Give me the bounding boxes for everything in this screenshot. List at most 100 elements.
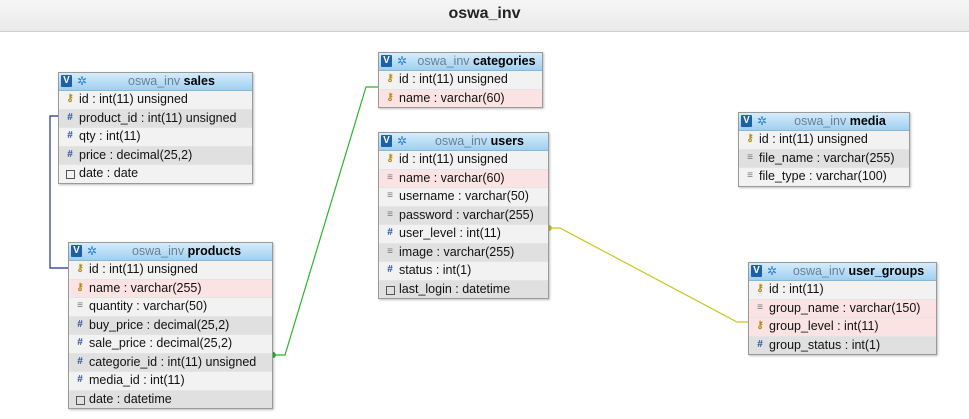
string-icon: ≡ — [387, 190, 393, 201]
table-header[interactable]: V ✲ oswa_inv products — [69, 243, 272, 261]
db-name: oswa_inv — [131, 244, 185, 258]
column-row[interactable]: # categorie_id : int(11) unsigned — [69, 352, 272, 371]
toggle-icon[interactable]: V — [61, 75, 72, 87]
table-header[interactable]: V ✲ oswa_inv user_groups — [749, 263, 936, 281]
column-label: username : varchar(50) — [399, 189, 529, 203]
table-header[interactable]: V ✲ oswa_inv media — [739, 113, 909, 131]
table-media[interactable]: V ✲ oswa_inv media ⚷id : int(11) unsigne… — [738, 112, 910, 187]
key-icon: ⚷ — [66, 93, 74, 104]
number-icon: # — [757, 338, 763, 350]
column-label: user_level : int(11) — [399, 226, 501, 240]
table-name: users — [490, 134, 524, 148]
column-row[interactable]: ⚷id : int(11) — [749, 281, 936, 299]
gear-icon[interactable]: ✲ — [767, 264, 778, 278]
string-icon: ≡ — [747, 170, 753, 181]
column-label: qty : int(11) — [79, 129, 141, 143]
db-name: oswa_inv — [417, 54, 470, 68]
gear-icon[interactable]: ✲ — [87, 244, 98, 258]
key-icon: ⚷ — [746, 133, 754, 144]
column-label: name : varchar(255) — [89, 280, 202, 295]
column-label: password : varchar(255) — [399, 207, 534, 222]
column-label: image : varchar(255) — [399, 244, 515, 259]
key-icon: ⚷ — [76, 263, 84, 274]
column-row[interactable]: ⚷id : int(11) unsigned — [379, 151, 548, 169]
column-row[interactable]: date : datetime — [69, 389, 272, 408]
number-icon: # — [67, 148, 73, 160]
gear-icon[interactable]: ✲ — [757, 114, 768, 128]
table-header[interactable]: V ✲ oswa_inv users — [379, 133, 548, 151]
column-row[interactable]: # qty : int(11) — [59, 127, 252, 146]
table-users[interactable]: V ✲ oswa_inv users ⚷id : int(11) unsigne… — [378, 132, 549, 299]
number-icon: # — [77, 318, 83, 330]
column-row[interactable]: ⚷ name : varchar(60) — [379, 88, 542, 107]
column-row[interactable]: ⚷ group_level : int(11) — [749, 317, 936, 336]
relation-products-categories — [272, 86, 380, 356]
table-name: products — [187, 244, 242, 258]
number-icon: # — [67, 111, 73, 123]
table-header[interactable]: V ✲ oswa_inv categories — [379, 53, 542, 71]
gear-icon[interactable]: ✲ — [397, 54, 408, 68]
column-row[interactable]: date : date — [59, 164, 252, 183]
column-label: file_type : varchar(100) — [759, 169, 887, 183]
column-row[interactable]: #media_id : int(11) — [69, 371, 272, 390]
string-icon: ≡ — [77, 300, 83, 311]
column-label: name : varchar(60) — [399, 90, 505, 105]
column-row[interactable]: ≡quantity : varchar(50) — [69, 297, 272, 316]
number-icon: # — [77, 355, 83, 367]
column-label: name : varchar(60) — [399, 170, 505, 185]
column-label: group_name : varchar(150) — [769, 300, 921, 315]
toggle-icon[interactable]: V — [751, 265, 762, 277]
column-row[interactable]: ⚷id : int(11) unsigned — [739, 131, 909, 149]
gear-icon[interactable]: ✲ — [77, 74, 88, 88]
table-name: media — [849, 114, 886, 128]
key-icon: ⚷ — [386, 153, 394, 164]
column-label: price : decimal(25,2) — [79, 147, 193, 162]
table-user_groups[interactable]: V ✲ oswa_inv user_groups ⚷id : int(11) ≡ g… — [748, 262, 937, 355]
column-row[interactable]: ≡ password : varchar(255) — [379, 205, 548, 224]
key-icon: ⚷ — [756, 320, 764, 331]
toggle-icon[interactable]: V — [381, 135, 392, 147]
column-row[interactable]: # price : decimal(25,2) — [59, 145, 252, 164]
table-categories[interactable]: V ✲ oswa_inv categories ⚷id : int(11) un… — [378, 52, 543, 108]
column-row[interactable]: ≡name : varchar(60) — [379, 168, 548, 187]
column-label: group_status : int(1) — [769, 337, 881, 352]
column-row[interactable]: # product_id : int(11) unsigned — [59, 108, 252, 127]
db-name: oswa_inv — [792, 264, 845, 278]
gear-icon[interactable]: ✲ — [397, 134, 408, 148]
column-row[interactable]: ⚷id : int(11) unsigned — [69, 261, 272, 279]
string-icon: ≡ — [757, 301, 763, 313]
column-row[interactable]: ≡ file_type : varchar(100) — [739, 167, 909, 186]
date-icon — [66, 170, 75, 179]
column-label: date : date — [79, 166, 139, 180]
key-icon: ⚷ — [386, 91, 394, 103]
column-label: status : int(1) — [399, 263, 472, 277]
toggle-icon[interactable]: V — [381, 55, 392, 67]
toggle-icon[interactable]: V — [741, 115, 752, 127]
table-sales[interactable]: V ✲ oswa_inv sales ⚷id : int(11) unsigne… — [58, 72, 253, 184]
column-label: group_level : int(11) — [769, 319, 879, 333]
column-label: categorie_id : int(11) unsigned — [89, 354, 257, 369]
column-label: product_id : int(11) unsigned — [79, 110, 237, 125]
column-row[interactable]: #buy_price : decimal(25,2) — [69, 315, 272, 334]
table-products[interactable]: V ✲ oswa_inv products ⚷id : int(11) unsi… — [68, 242, 273, 409]
column-row[interactable]: ≡file_name : varchar(255) — [739, 148, 909, 167]
column-row[interactable]: ⚷name : varchar(255) — [69, 278, 272, 297]
number-icon: # — [67, 130, 73, 141]
column-row[interactable]: ⚷id : int(11) unsigned — [379, 71, 542, 89]
column-row[interactable]: #status : int(1) — [379, 261, 548, 280]
column-row[interactable]: #sale_price : decimal(25,2) — [69, 334, 272, 353]
date-icon — [76, 395, 85, 405]
column-row[interactable]: ≡image : varchar(255) — [379, 242, 548, 261]
toggle-icon[interactable]: V — [71, 245, 82, 257]
string-icon: ≡ — [387, 208, 393, 220]
column-row[interactable]: ≡ username : varchar(50) — [379, 187, 548, 206]
column-row[interactable]: ⚷id : int(11) unsigned — [59, 91, 252, 109]
date-icon — [386, 285, 395, 295]
key-icon: ⚷ — [756, 283, 764, 294]
column-label: id : int(11) unsigned — [399, 72, 508, 86]
column-row[interactable]: # group_status : int(1) — [749, 335, 936, 354]
table-header[interactable]: V ✲ oswa_inv sales — [59, 73, 252, 91]
column-row[interactable]: ≡ group_name : varchar(150) — [749, 298, 936, 317]
column-row[interactable]: last_login : datetime — [379, 279, 548, 298]
column-row[interactable]: #user_level : int(11) — [379, 224, 548, 243]
